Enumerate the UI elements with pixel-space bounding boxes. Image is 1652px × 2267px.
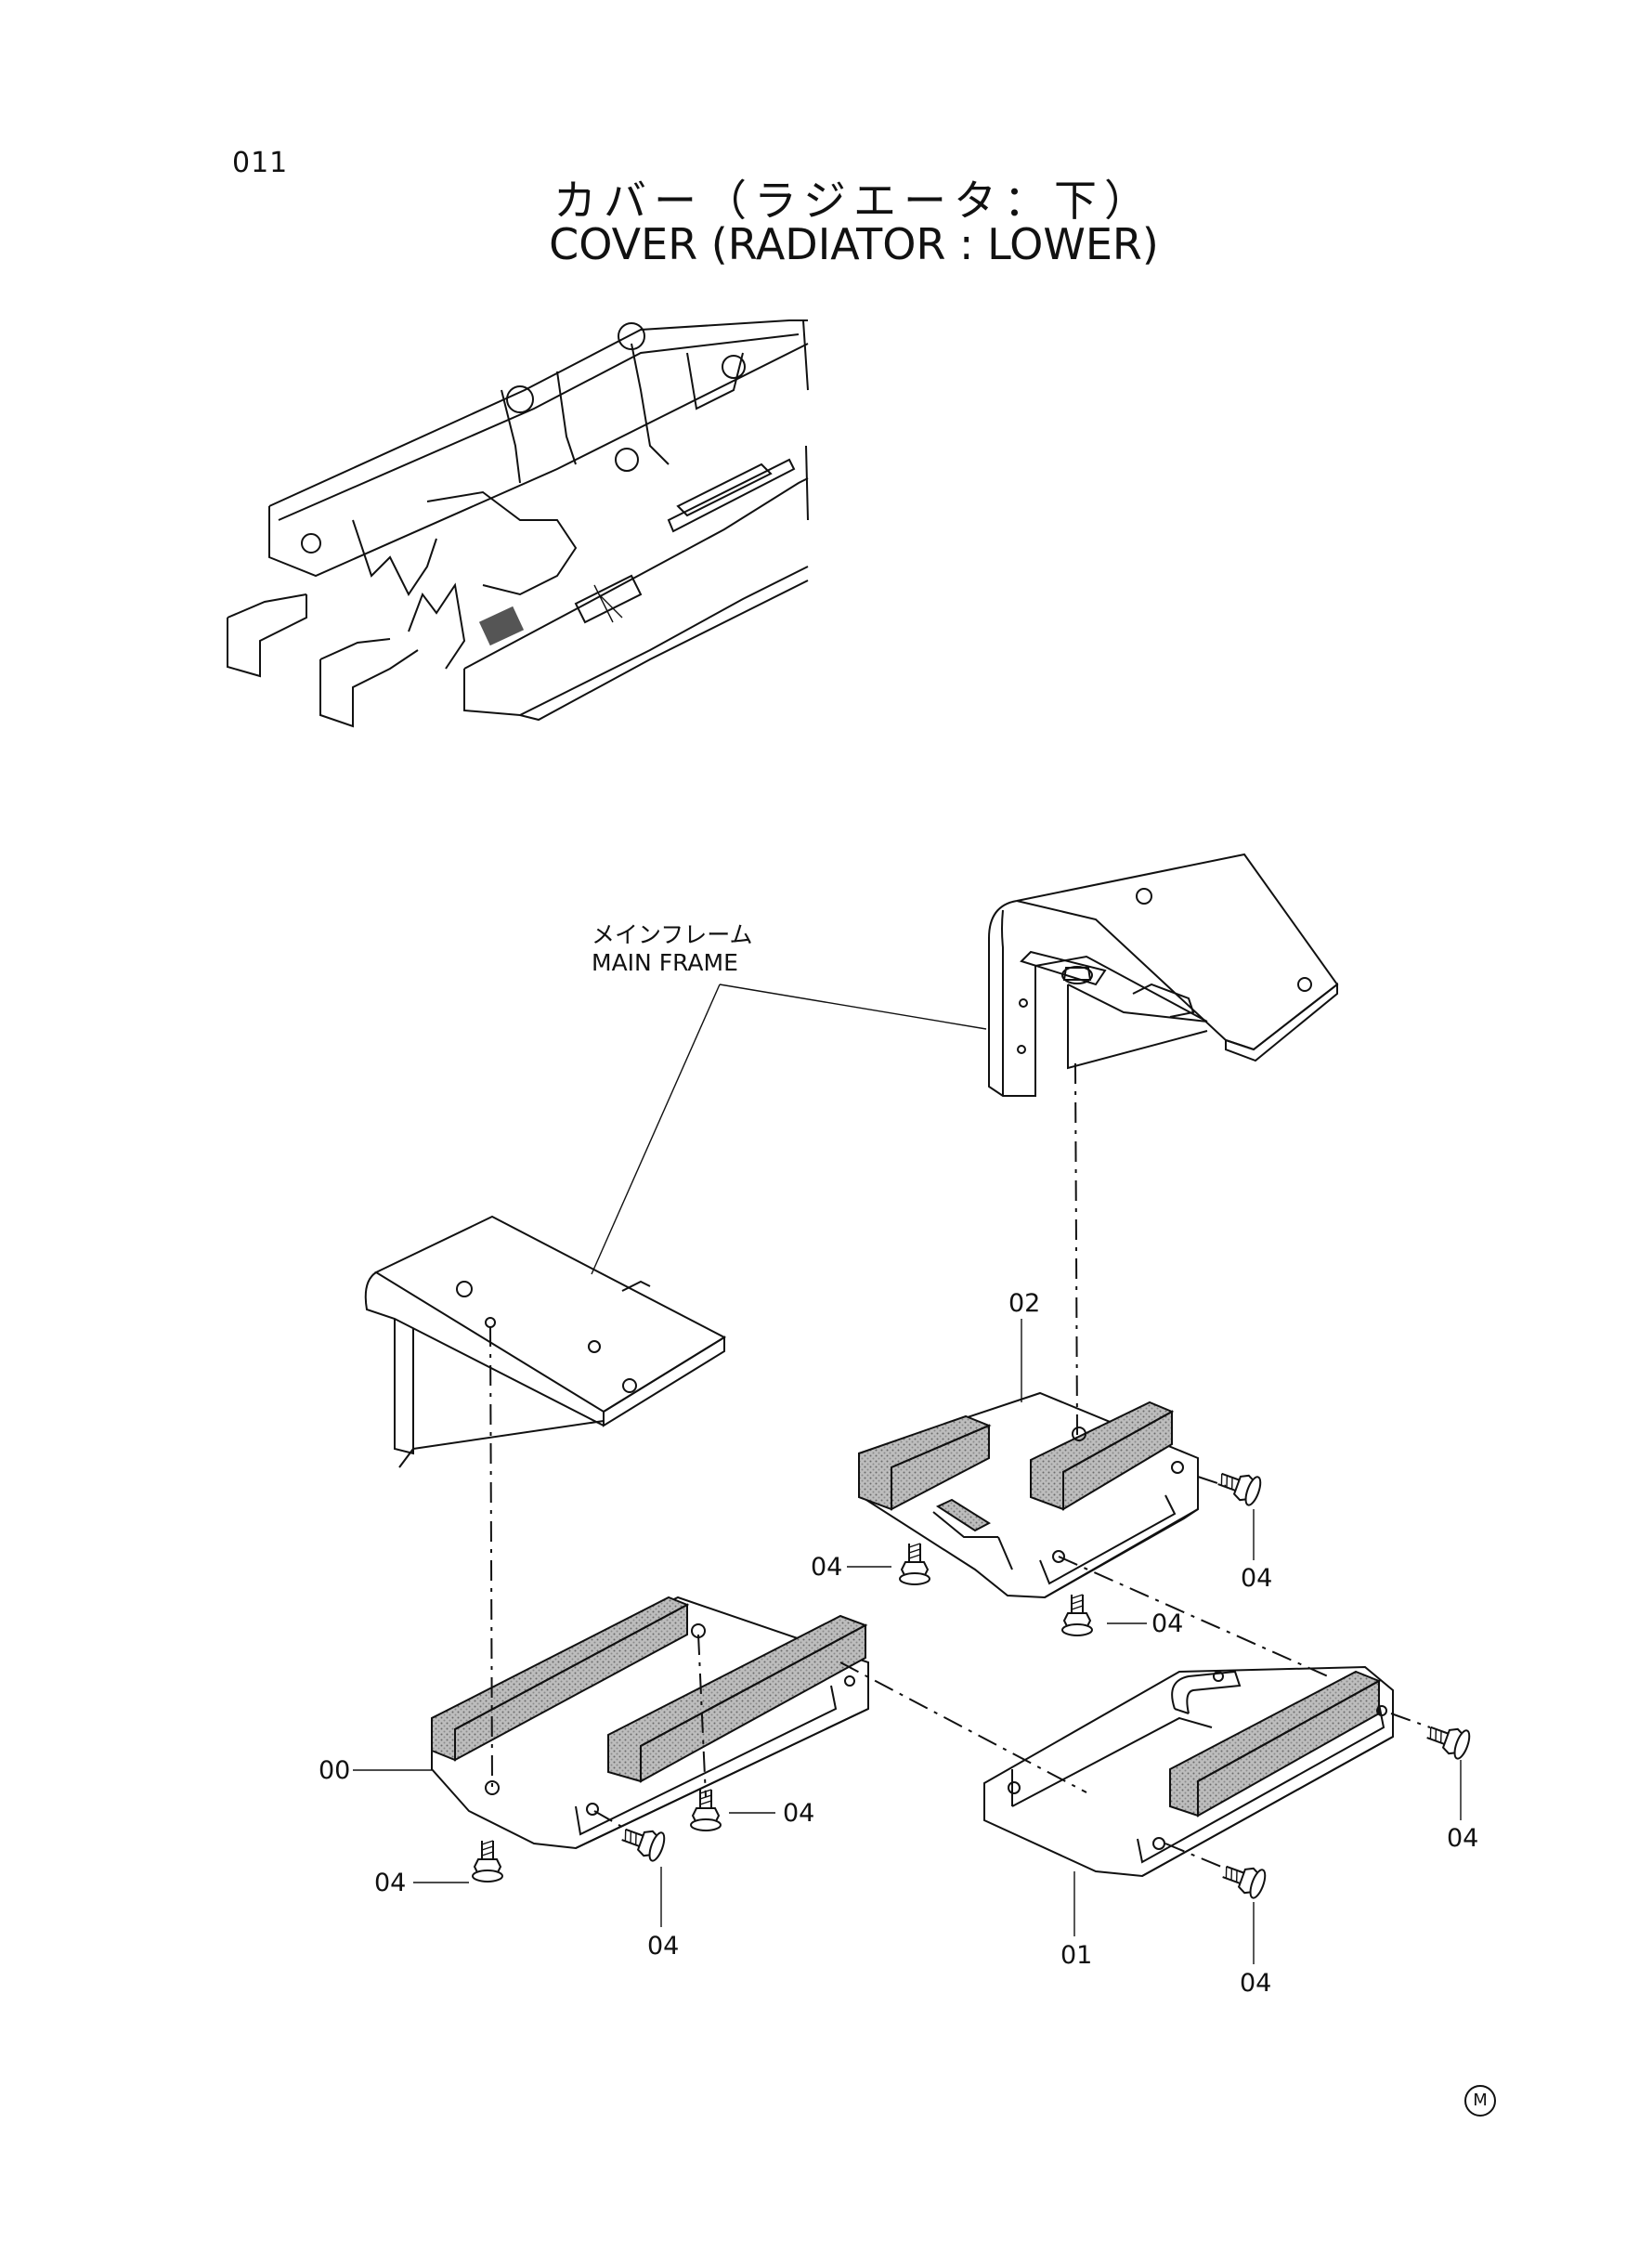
bolt-01-right xyxy=(1423,1717,1474,1762)
callout-leaders xyxy=(353,1319,1462,1964)
main-frame-leader-1 xyxy=(719,984,987,1030)
callout-04-b: 04 xyxy=(811,1553,843,1582)
m-mark-icon: M xyxy=(1464,2085,1496,2117)
callout-00: 00 xyxy=(319,1756,351,1785)
callout-01: 01 xyxy=(1060,1941,1093,1970)
bolt-00-side xyxy=(618,1819,669,1864)
page-number: 011 xyxy=(232,147,289,179)
bolt-02-center-bottom xyxy=(1061,1594,1093,1636)
inset-frame-overview xyxy=(227,319,809,728)
main-frame-label-en: MAIN FRAME xyxy=(592,949,738,976)
cover-part-02 xyxy=(858,1391,1199,1599)
main-frame-label-jp: メインフレーム xyxy=(592,921,753,948)
assembly-centerlines xyxy=(489,1062,1431,1870)
cover-part-00 xyxy=(431,1596,869,1850)
callout-04-d: 04 xyxy=(374,1869,407,1897)
callout-04-e: 04 xyxy=(647,1932,680,1961)
cover-part-01 xyxy=(983,1665,1394,1878)
main-frame-label: メインフレーム MAIN FRAME xyxy=(592,921,753,977)
bolt-02-left-bottom xyxy=(899,1543,930,1585)
title-japanese: カバー（ラジエータ：下） xyxy=(553,176,1155,226)
callout-04-a: 04 xyxy=(1241,1564,1273,1593)
bolt-00-left xyxy=(472,1840,503,1883)
bolt-02-right xyxy=(1214,1464,1265,1508)
main-frame-bracket-lower xyxy=(364,1215,727,1468)
bolt-01-bottom xyxy=(1218,1857,1269,1901)
title-english: COVER (RADIATOR : LOWER) xyxy=(549,219,1159,269)
callout-02: 02 xyxy=(1008,1289,1041,1318)
main-frame-bracket-upper xyxy=(988,853,1339,1097)
callout-04-g: 04 xyxy=(1447,1824,1479,1853)
callout-04-h: 04 xyxy=(1240,1969,1272,1998)
callout-04-c: 04 xyxy=(1151,1609,1184,1638)
callout-04-f: 04 xyxy=(783,1799,815,1828)
main-frame-leader-2 xyxy=(591,984,721,1275)
